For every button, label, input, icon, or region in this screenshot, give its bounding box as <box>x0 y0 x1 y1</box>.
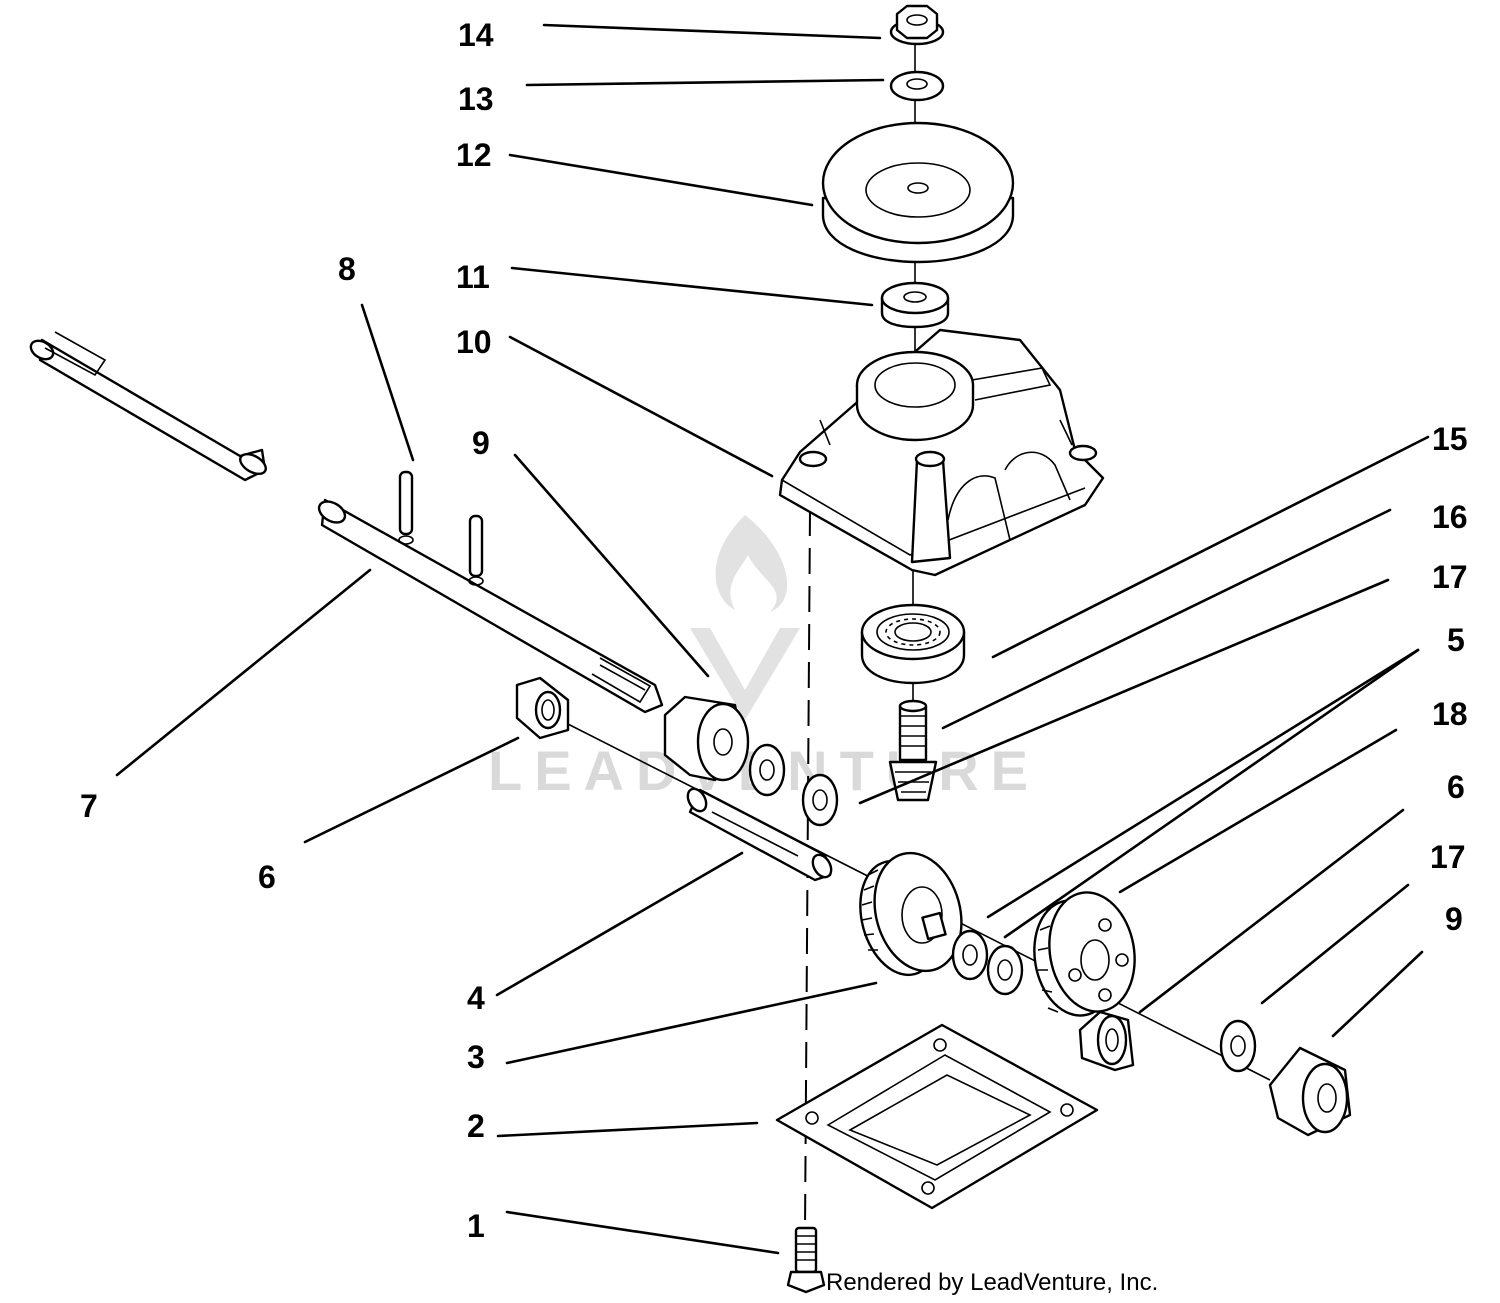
part-gear-case <box>778 328 1105 577</box>
callout-9-left: 9 <box>472 425 490 461</box>
callout-12: 12 <box>456 137 492 173</box>
part-flange-bushing-left <box>663 695 750 782</box>
watermark-v-icon <box>690 628 800 720</box>
part-washer-right <box>1219 1019 1257 1073</box>
part-flange-nut <box>889 4 945 46</box>
callout-labels: 14 13 12 11 10 9 8 7 6 15 16 17 5 18 6 1… <box>80 17 1468 1244</box>
callout-1: 1 <box>467 1208 485 1244</box>
callout-6-left: 6 <box>258 859 276 895</box>
part-bushing-left <box>515 676 570 740</box>
part-hex-shaft <box>686 787 833 882</box>
callout-5: 5 <box>1447 622 1465 658</box>
callout-2: 2 <box>467 1108 485 1144</box>
callout-8: 8 <box>338 251 356 287</box>
callout-10: 10 <box>456 324 492 360</box>
part-washer-left-b <box>801 773 839 827</box>
part-pulley <box>821 121 1015 264</box>
callout-7: 7 <box>80 788 98 824</box>
part-cover-plate <box>775 1023 1099 1210</box>
callout-16: 16 <box>1432 499 1468 535</box>
callout-15: 15 <box>1432 421 1468 457</box>
part-spacer <box>880 281 950 329</box>
part-washer-left-a <box>748 743 786 797</box>
part-bolt <box>786 1226 826 1294</box>
callout-13: 13 <box>458 81 494 117</box>
callout-11: 11 <box>456 259 490 295</box>
part-spur-gear <box>1033 891 1136 1017</box>
part-bevel-gear <box>859 851 963 977</box>
watermark-flame-icon <box>715 515 788 612</box>
part-bushing-right <box>1078 1010 1135 1072</box>
part-washer-center-b <box>986 944 1024 996</box>
part-roll-pins <box>398 470 484 586</box>
callout-18: 18 <box>1432 696 1468 732</box>
part-shaft-upper <box>29 331 267 482</box>
callout-17-top: 17 <box>1432 559 1468 595</box>
part-washer-center-a <box>951 929 989 981</box>
part-bearing <box>860 603 966 685</box>
leader-lines <box>115 23 1430 1255</box>
part-flange-bushing-right <box>1268 1046 1352 1137</box>
part-washer-top <box>889 70 945 102</box>
part-axle <box>317 498 664 714</box>
callout-3: 3 <box>467 1039 485 1075</box>
callout-4: 4 <box>467 980 485 1016</box>
callout-6-right: 6 <box>1447 769 1465 805</box>
callout-17-bottom: 17 <box>1430 839 1466 875</box>
render-credit: Rendered by LeadVenture, Inc. <box>826 1269 1158 1296</box>
callout-9-right: 9 <box>1445 901 1463 937</box>
callout-14: 14 <box>458 17 494 53</box>
